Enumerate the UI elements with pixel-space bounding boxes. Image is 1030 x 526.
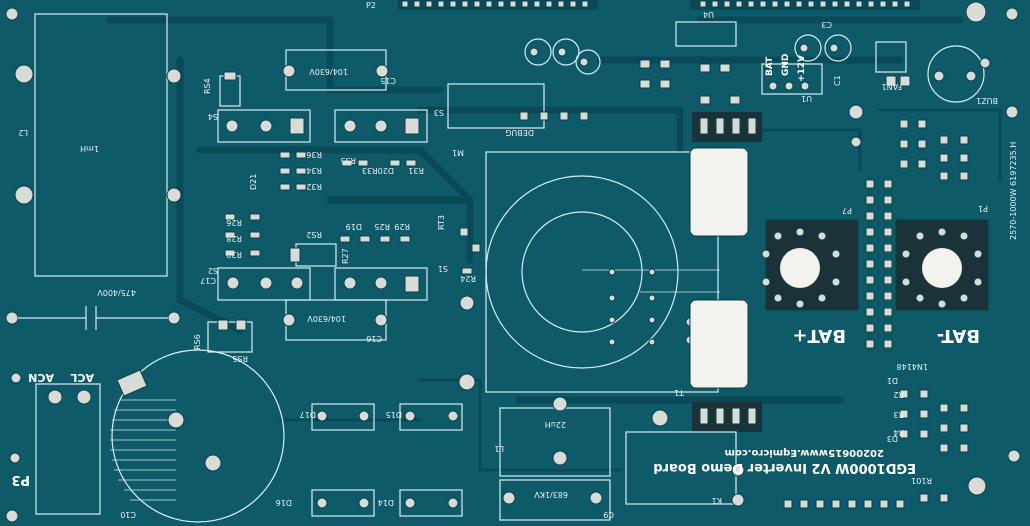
side-code: 2570-1000W 6197235.H: [1009, 142, 1018, 240]
silk-labels: P2 L2 1mH C15 104/630V RS4 S4 S3 R36 R35…: [11, 1, 1018, 519]
mounting-hole: [1007, 449, 1021, 463]
label-1n4148: 1N4148: [897, 362, 928, 371]
label-rs2: RS2: [306, 230, 322, 239]
label-r27: R27: [341, 248, 350, 264]
board-website: www.Eqmicro.com: [725, 447, 828, 458]
bottom-right-diodes: [783, 389, 969, 509]
label-s3: S3: [434, 108, 444, 117]
label-u4: U4: [703, 10, 714, 19]
capacitor-c10-outline: [111, 349, 285, 523]
label-12v: +12V: [797, 55, 807, 82]
label-t1: T1: [674, 388, 685, 397]
label-c9: C9: [603, 510, 614, 519]
label-d16: D16: [276, 498, 292, 507]
label-r35: R35: [340, 156, 356, 165]
label-d15: D15: [386, 410, 402, 419]
label-l1-value: 22uH: [545, 420, 566, 429]
label-r36: R36: [306, 150, 322, 159]
label-c17-value: 475/400V: [97, 288, 136, 297]
label-bat: BAT: [765, 56, 775, 76]
label-acn: ACN: [28, 371, 54, 384]
pad: [167, 311, 181, 325]
label-r34: R34: [306, 166, 322, 175]
label-p1: P1: [978, 204, 988, 213]
label-s1: S1: [438, 264, 448, 273]
label-s2: S2: [208, 266, 218, 275]
label-r25: R25: [374, 222, 390, 231]
right-smd-array: [865, 119, 969, 349]
label-c9-value: 683/1KV: [534, 490, 568, 499]
label-s4: S4: [208, 112, 218, 121]
label-r32: R32: [306, 182, 322, 191]
label-r101: R101: [911, 476, 932, 485]
label-d19: D19: [346, 222, 362, 231]
label-r29: R29: [394, 222, 410, 231]
label-debug: DEBUG: [505, 128, 534, 137]
label-m1: M1: [452, 148, 464, 157]
label-buz1: BUZ1: [976, 96, 998, 105]
label-rs4: RS4: [203, 78, 212, 94]
header-u4: [690, 0, 920, 10]
label-r24: R24: [460, 274, 476, 283]
label-l2: L2: [18, 128, 28, 137]
label-rs5: RS5: [232, 354, 248, 363]
label-r26: R26: [226, 218, 242, 227]
board-title: EGD1000W V2 Inverter Demo Board: [653, 460, 916, 475]
label-p7: P7: [842, 206, 852, 215]
pad: [166, 187, 182, 203]
inductor-l2-outline: [34, 13, 168, 277]
bat-pos-label: BAT+: [792, 325, 846, 346]
label-d21: D21: [249, 174, 258, 190]
label-c16: C16: [366, 334, 382, 343]
label-u1: U1: [801, 94, 812, 103]
label-r4: R4: [893, 428, 904, 437]
mounting-hole: [5, 7, 19, 21]
label-c3: C3: [821, 20, 832, 29]
pad: [14, 185, 34, 205]
label-acl: ACL: [70, 371, 94, 384]
label-1mh: 1mH: [80, 144, 99, 153]
label-c1: C1: [833, 75, 842, 86]
bat-neg-label: BAT-: [937, 325, 980, 346]
header-p2: [398, 0, 598, 10]
label-d20: D20R33: [362, 166, 394, 175]
pad: [5, 311, 19, 325]
label-fan1: FAN1: [882, 82, 902, 91]
label-d14: D14: [378, 498, 394, 507]
label-r2: R2: [893, 390, 904, 399]
label-p2: P2: [366, 1, 376, 10]
transformer-pad-top: [689, 147, 749, 237]
mounting-hole: [5, 509, 19, 523]
label-gnd: GND: [781, 54, 791, 76]
label-p3: P3: [11, 472, 30, 487]
label-c15: C15: [380, 76, 396, 85]
label-c10: C10: [120, 510, 136, 519]
label-d1: D1: [887, 376, 898, 385]
label-rs6: RS6: [193, 334, 202, 350]
label-rt3: RT3: [437, 215, 446, 230]
label-r31: R31: [408, 166, 424, 175]
transformer-t1-outline: [485, 151, 719, 393]
label-d17: D17: [300, 410, 316, 419]
smd-resistors-left: [224, 151, 481, 275]
label-k1: K1: [712, 496, 722, 505]
label-r3: R3: [893, 410, 904, 419]
label-c15-value: 104/630V: [309, 67, 348, 76]
pad: [14, 64, 34, 84]
transformer-pad-bottom: [689, 299, 749, 389]
label-c17: C17: [200, 276, 216, 285]
pad: [166, 68, 182, 84]
bat-terminal-holes: [761, 227, 983, 309]
label-r28: R28: [226, 234, 242, 243]
board-date: 20200615: [828, 447, 884, 458]
label-l1: L1: [494, 444, 504, 453]
label-c16-value: 104/630V: [307, 314, 346, 323]
label-d3: D3: [887, 434, 898, 443]
label-r30: R30: [226, 250, 242, 259]
